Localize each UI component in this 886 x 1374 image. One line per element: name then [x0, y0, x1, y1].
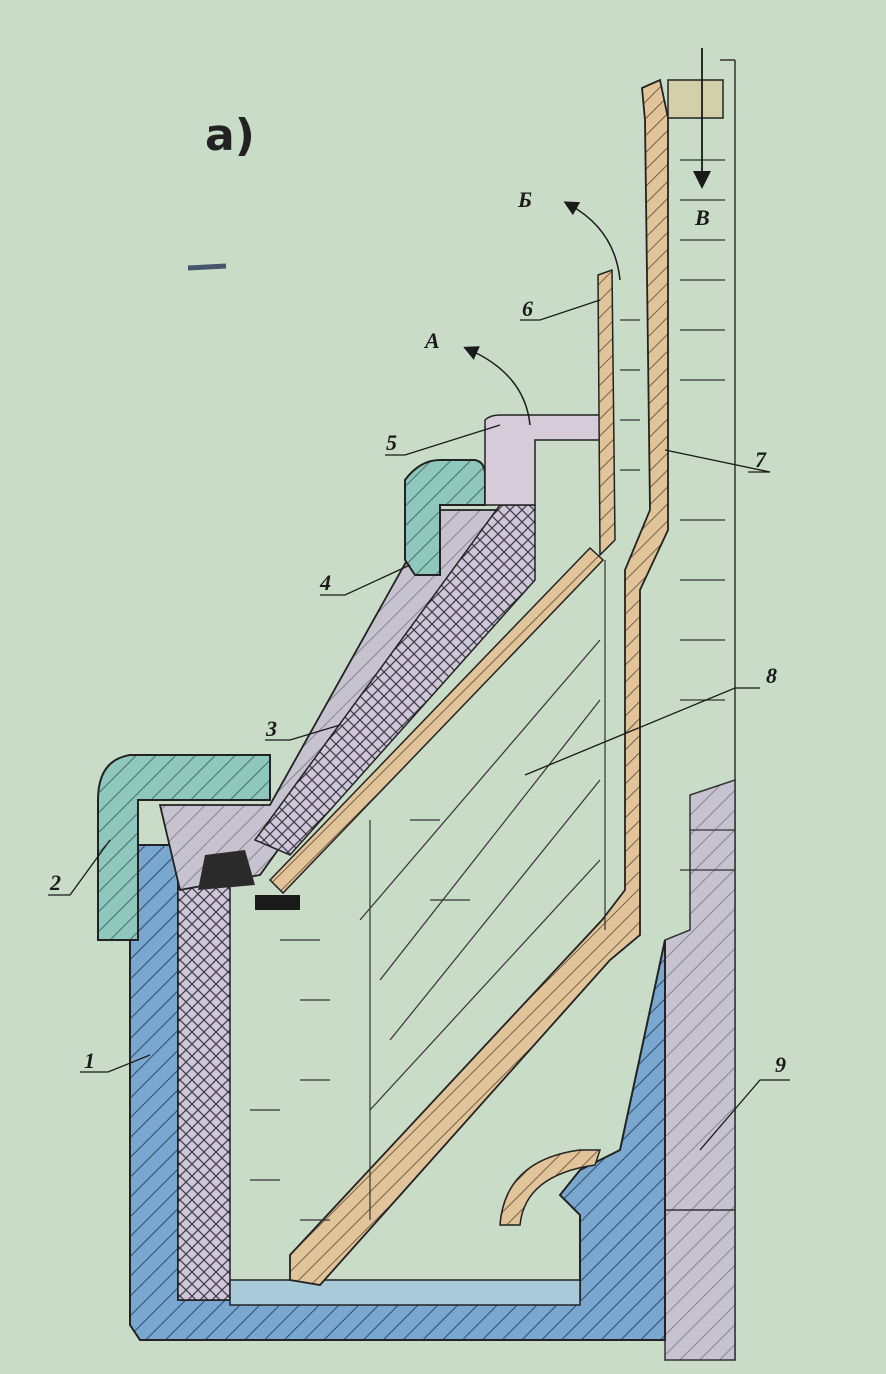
- part-5-collar: [484, 414, 601, 506]
- base-strip: [229, 1279, 581, 1306]
- part-3-insulation: [253, 504, 536, 856]
- part-7-casing: [289, 78, 669, 1286]
- callout-7: 7: [755, 447, 767, 472]
- part-6-tube: [597, 268, 616, 557]
- figure-title: а): [205, 110, 255, 161]
- flow-label-v: В: [694, 205, 710, 230]
- callout-5: 5: [386, 430, 397, 455]
- casing-top: [667, 79, 724, 119]
- callout-6: 6: [522, 296, 533, 321]
- callout-8: 8: [766, 663, 777, 688]
- flow-arrow-a: [463, 346, 531, 426]
- insulation-liner: [177, 849, 231, 1301]
- callout-3: 3: [265, 716, 277, 741]
- callout-1: 1: [84, 1048, 95, 1073]
- flow-arrow-b: [563, 201, 621, 281]
- callout-9: 9: [775, 1052, 786, 1077]
- part-4-nut: [404, 459, 486, 576]
- part-1-dome: [499, 1149, 602, 1226]
- flow-lines: [359, 560, 606, 1220]
- leaders: [48, 299, 790, 1151]
- gasket-lower: [198, 850, 255, 890]
- gasket-bottom: [255, 895, 300, 910]
- water-lines: [250, 159, 725, 1221]
- part-9-cone: [664, 778, 736, 1361]
- part-2-cap: [97, 754, 271, 941]
- stray-mark: [187, 263, 227, 271]
- callout-2: 2: [49, 870, 61, 895]
- flow-label-b: Б: [517, 187, 532, 212]
- flow-label-a: А: [423, 328, 440, 353]
- callout-4: 4: [319, 570, 331, 595]
- part-8-inner-tube: [268, 546, 605, 895]
